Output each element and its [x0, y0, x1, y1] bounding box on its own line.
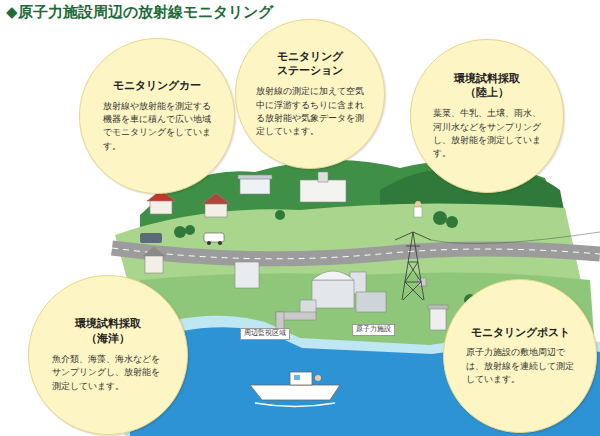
info-circle: モニタリング ステーション放射線の測定に加えて空気中に浮游するちりに含まれる放射… — [235, 19, 385, 169]
circle-body: 魚介類、海藻、海水などをサンプリングし、放射能を測定しています。 — [52, 353, 164, 393]
info-circle: モニタリングカー放射線や放射能を測定する機器を車に積んで広い地域でモニタリングを… — [79, 38, 235, 194]
circle-body: 放射線の測定に加えて空気中に浮游するちりに含まれる放射能や気象データを測定してい… — [256, 85, 364, 138]
circle-heading: モニタリングポスト — [466, 326, 574, 341]
circle-heading: 環境試料採取 （海洋） — [52, 317, 164, 347]
circle-heading: 環境試料採取 （陸上） — [433, 72, 541, 102]
map-label: 原子力施設 — [352, 324, 395, 336]
circle-body: 放射線や放射能を測定する機器を車に積んで広い地域でモニタリングをしています。 — [103, 100, 212, 153]
info-circle: 環境試料採取 （海洋） 魚介類、海藻、海水などをサンプリングし、放射能を測定してい… — [28, 275, 188, 435]
info-circle: 環境試料採取 （陸上） 葉菜、牛乳、土壌、雨水、河川水などをサンプリングし、放射能… — [410, 39, 564, 193]
diagram-title: ◆原子力施設周辺の放射線モニタリング — [6, 3, 273, 22]
info-circle: モニタリングポスト原子力施設の敷地周辺では、放射線を連続して測定しています。 — [443, 279, 597, 433]
circle-content: 環境試料採取 （陸上） 葉菜、牛乳、土壌、雨水、河川水などをサンプリングし、放射能… — [433, 72, 541, 161]
circle-content: モニタリング ステーション放射線の測定に加えて空気中に浮游するちりに含まれる放射… — [256, 50, 364, 139]
map-label: 周辺監視区域 — [240, 328, 290, 340]
circle-content: 環境試料採取 （海洋） 魚介類、海藻、海水などをサンプリングし、放射能を測定してい… — [52, 317, 164, 393]
circle-heading: モニタリング ステーション — [256, 50, 364, 80]
circle-body: 葉菜、牛乳、土壌、雨水、河川水などをサンプリングし、放射能を測定しています。 — [433, 107, 541, 160]
circle-heading: モニタリングカー — [103, 79, 212, 94]
circle-content: モニタリングカー放射線や放射能を測定する機器を車に積んで広い地域でモニタリングを… — [103, 79, 212, 153]
circle-content: モニタリングポスト原子力施設の敷地周辺では、放射線を連続して測定しています。 — [466, 326, 574, 387]
circle-body: 原子力施設の敷地周辺では、放射線を連続して測定しています。 — [466, 346, 574, 386]
